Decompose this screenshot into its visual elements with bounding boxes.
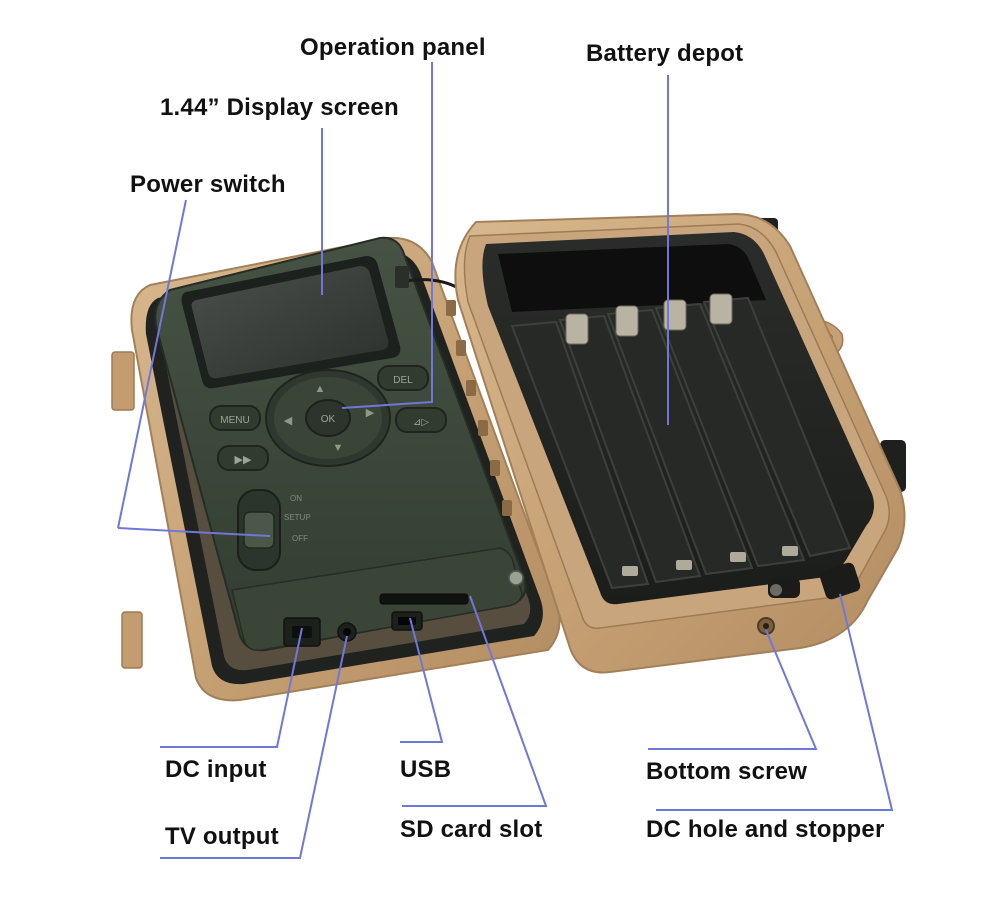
panel-screw-icon	[508, 570, 524, 586]
leader-operation-panel	[341, 62, 433, 409]
battery-compartment-housing	[446, 212, 906, 674]
leader-power-switch-b	[117, 527, 271, 537]
dc-hole-stopper	[768, 562, 861, 600]
leader-dc-hole	[656, 593, 894, 811]
ok-button[interactable]: OK	[305, 399, 351, 437]
del-button[interactable]: DEL	[377, 365, 429, 391]
switch-on-label: ON	[290, 494, 302, 503]
up-arrow-icon: ▲	[315, 383, 326, 395]
label-usb: USB	[400, 756, 452, 783]
label-dc-hole-stopper: DC hole and stopper	[646, 816, 885, 843]
leader-sd-card-slot	[402, 595, 548, 807]
label-sd-card-slot: SD card slot	[400, 816, 543, 843]
switch-setup-label: SETUP	[284, 513, 311, 522]
menu-button-label: MENU	[220, 415, 249, 426]
left-arrow-icon: ◀	[284, 415, 293, 427]
leader-dc-input	[160, 627, 303, 748]
leader-power-switch-a	[117, 199, 187, 529]
tv-output-port	[337, 622, 357, 642]
label-power-switch: Power switch	[130, 171, 286, 198]
display-screen	[181, 256, 401, 389]
mode-button[interactable]: ⊿▷	[395, 407, 447, 433]
label-display-screen: 1.44” Display screen	[160, 94, 399, 121]
leader-tv-output	[160, 635, 348, 859]
ok-button-label: OK	[321, 414, 336, 425]
leader-bottom-screw	[648, 629, 818, 750]
label-bottom-screw: Bottom screw	[646, 758, 808, 785]
operation-panel: MENU DEL ▶▶ ⊿▷ ▲ ▼ ◀	[209, 365, 447, 471]
playback-button[interactable]: ▶▶	[217, 445, 269, 471]
down-arrow-icon: ▼	[333, 442, 344, 454]
usb-port	[391, 611, 423, 631]
del-button-label: DEL	[393, 375, 413, 386]
leader-usb	[400, 617, 444, 743]
bottom-screw	[757, 617, 775, 635]
leader-lines	[117, 62, 894, 859]
menu-button[interactable]: MENU	[209, 405, 261, 431]
sd-card-slot	[379, 593, 469, 605]
label-tv-output: TV output	[165, 823, 279, 850]
right-arrow-icon: ▶	[366, 407, 375, 419]
playback-icon: ▶▶	[235, 454, 252, 466]
label-battery-depot: Battery depot	[586, 40, 744, 67]
label-dc-input: DC input	[165, 756, 267, 783]
switch-off-label: OFF	[292, 534, 308, 543]
mode-icon: ⊿▷	[413, 417, 429, 428]
label-operation-panel: Operation panel	[300, 34, 486, 61]
power-switch[interactable]: ON SETUP OFF	[237, 489, 311, 571]
